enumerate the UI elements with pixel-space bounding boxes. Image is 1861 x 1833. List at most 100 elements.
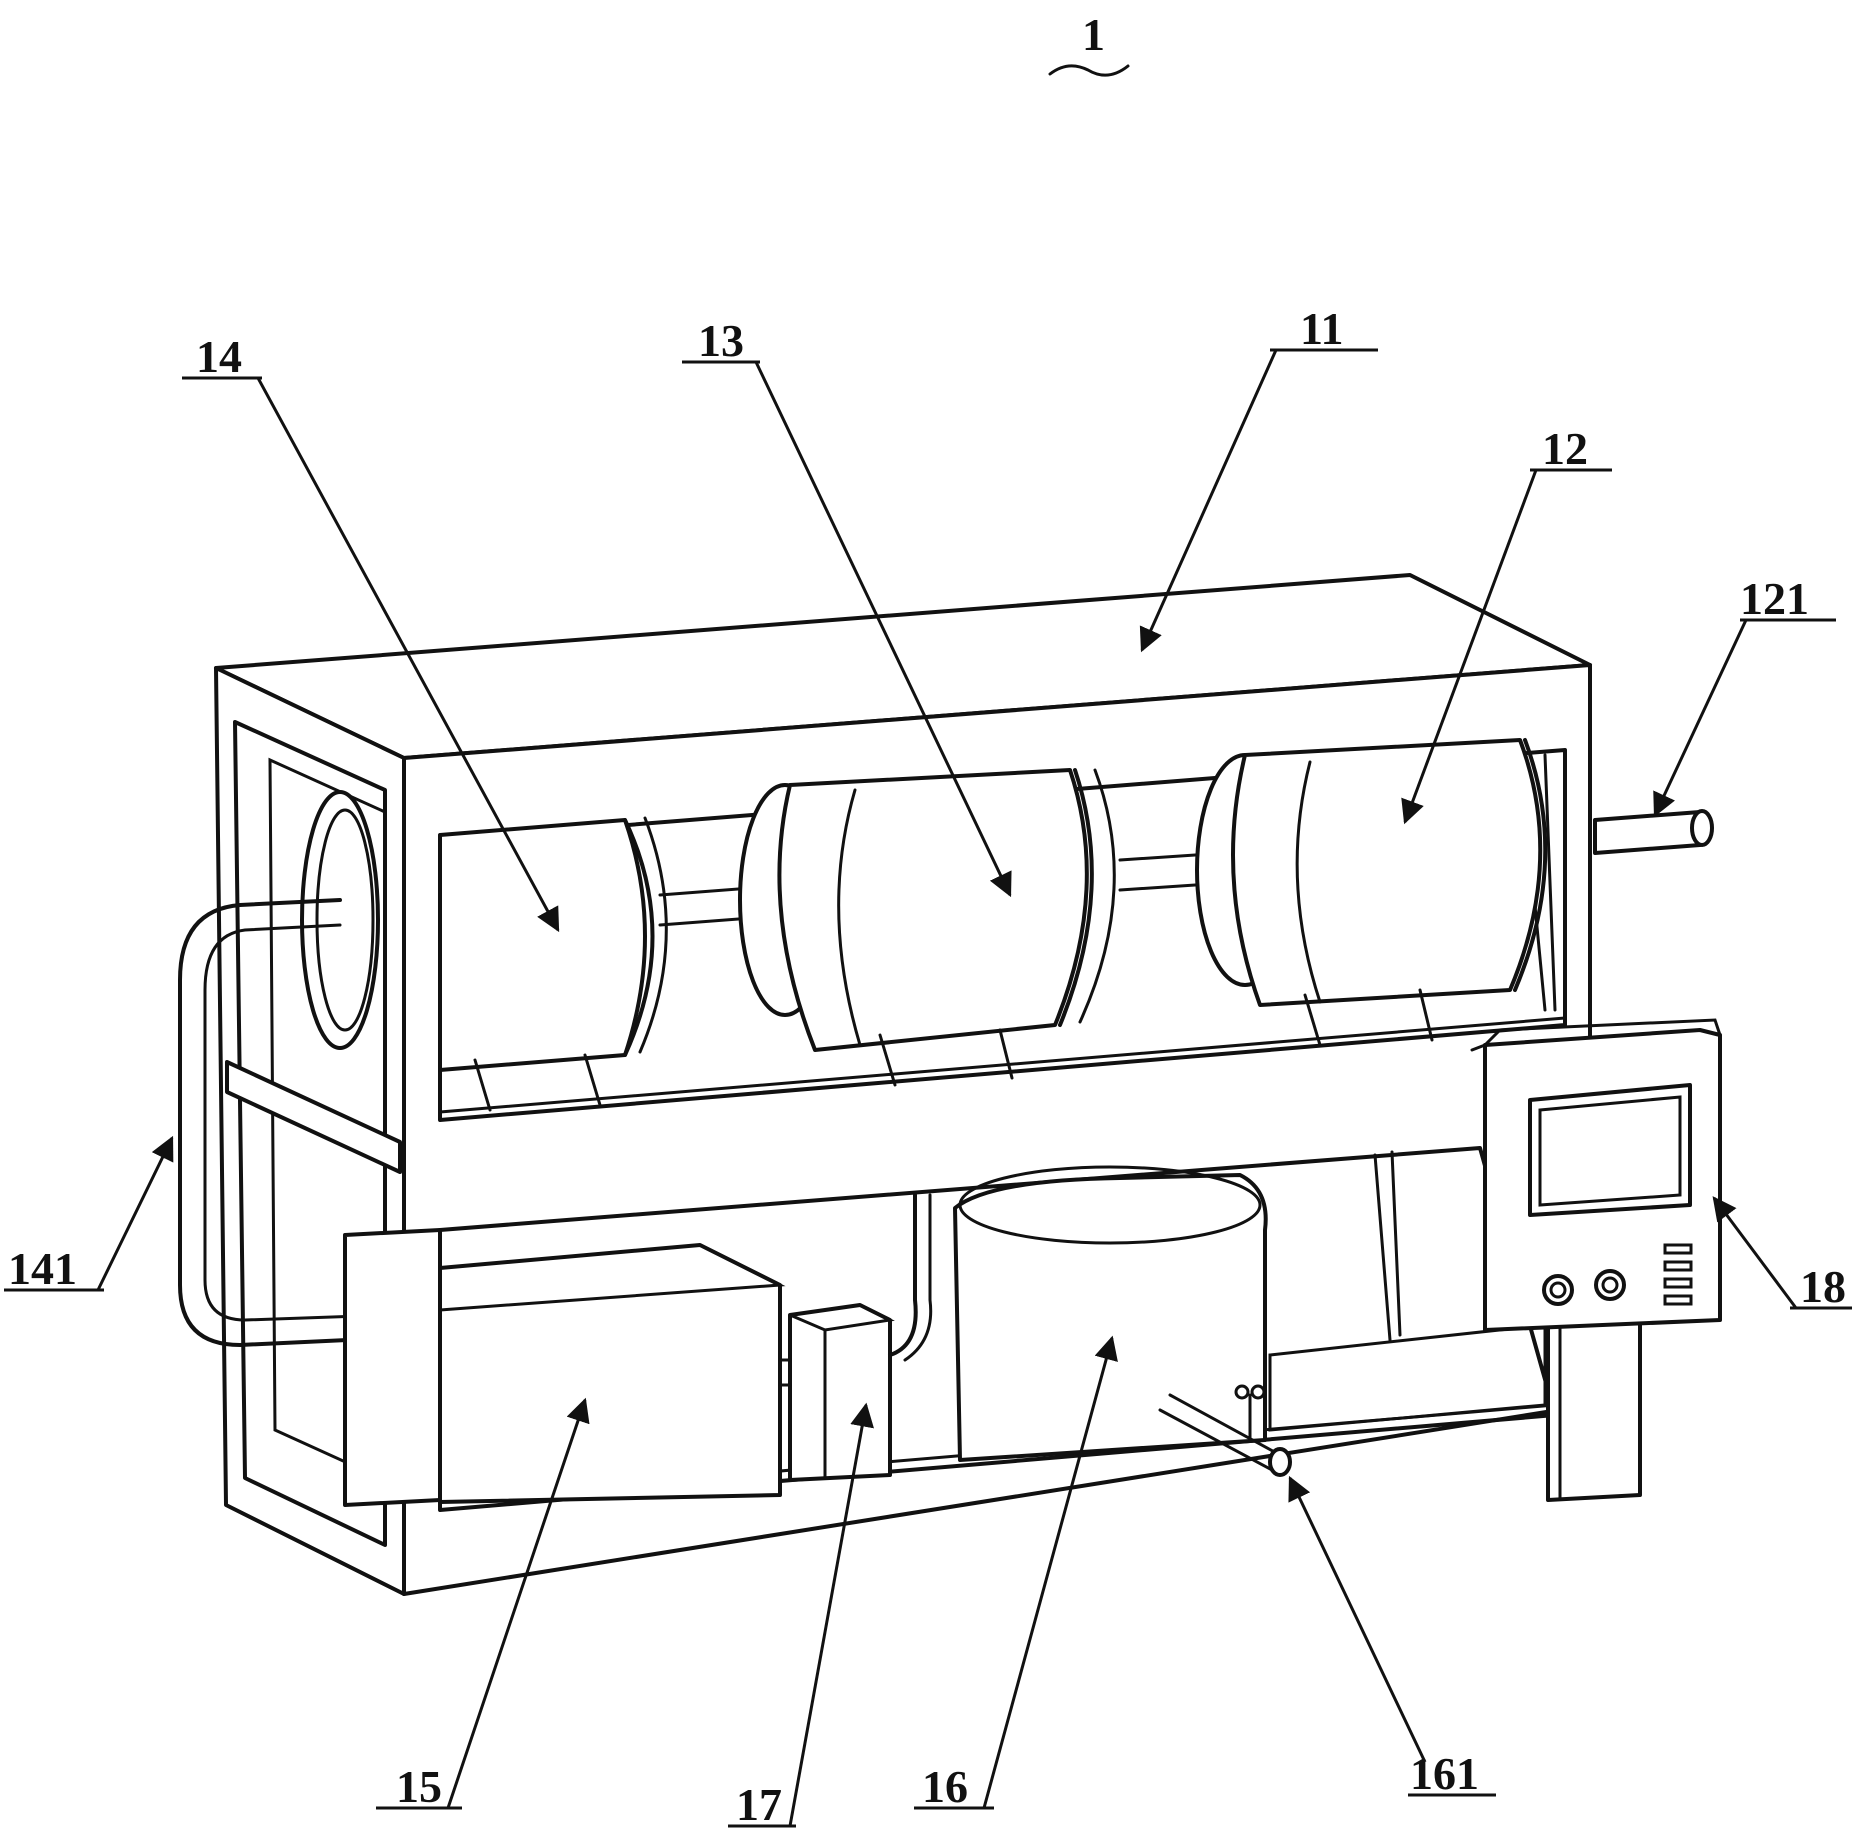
knob-2-inner bbox=[1601, 1276, 1619, 1294]
lower-inner-post bbox=[1373, 1153, 1392, 1342]
roller-14-flange-2 bbox=[638, 816, 668, 1054]
lower-back-shelf bbox=[1268, 1323, 1547, 1432]
roller-12-side bbox=[1295, 760, 1322, 1004]
knob-2 bbox=[1594, 1269, 1626, 1301]
support-1 bbox=[473, 1058, 492, 1112]
support-5 bbox=[1303, 993, 1322, 1047]
knob-1-inner bbox=[1549, 1281, 1567, 1299]
roller-assembly bbox=[300, 738, 1714, 1112]
callout-16: 16 bbox=[914, 1335, 1118, 1812]
callout-161-leader bbox=[1288, 1475, 1427, 1763]
roller-14-flange bbox=[623, 818, 647, 1057]
pump-17-body bbox=[788, 1303, 892, 1482]
pump-17-pipe-stub bbox=[778, 1358, 792, 1387]
callout-18: 18 bbox=[1712, 1196, 1852, 1312]
roller-13-body bbox=[777, 768, 1089, 1052]
frame-side-inner bbox=[233, 720, 387, 1547]
callout-15: 15 bbox=[376, 1397, 590, 1812]
callout-16-leader bbox=[982, 1335, 1118, 1809]
outlet-161-top bbox=[1168, 1393, 1282, 1457]
callout-16-label: 16 bbox=[922, 1761, 968, 1812]
callout-17-leader bbox=[788, 1402, 874, 1827]
left-shaft-end-inner bbox=[315, 808, 375, 1032]
valve-handle-a bbox=[1234, 1384, 1250, 1400]
callout-17: 17 bbox=[728, 1402, 874, 1830]
callout-11-label: 11 bbox=[1300, 303, 1343, 354]
callout-14-label: 14 bbox=[196, 331, 242, 382]
rear-leg bbox=[1546, 1298, 1642, 1502]
indicator-1 bbox=[1663, 1243, 1693, 1255]
shaft-stub-121 bbox=[1593, 810, 1702, 855]
callout-11-leader bbox=[1139, 349, 1278, 653]
callout-13: 13 bbox=[682, 315, 1012, 898]
roller-13-flange bbox=[1058, 768, 1094, 1027]
figure-tilde bbox=[1048, 64, 1130, 77]
pipe-141-inner bbox=[203, 923, 392, 1322]
upper-back-edge-2 bbox=[1543, 753, 1557, 1012]
callout-121-leader bbox=[1653, 619, 1748, 818]
callout-18-label: 18 bbox=[1800, 1261, 1846, 1312]
roller-13-flange-2 bbox=[1078, 768, 1116, 1024]
roller-14-body bbox=[438, 818, 655, 1072]
callout-15-label: 15 bbox=[396, 1761, 442, 1812]
shaft-stub-end bbox=[1690, 809, 1714, 847]
upper-rail-line bbox=[438, 1016, 1567, 1114]
callout-121: 121 bbox=[1653, 573, 1836, 818]
lower-inner-post-2 bbox=[1390, 1150, 1402, 1337]
control-box-top bbox=[1483, 1018, 1722, 1047]
callout-13-label: 13 bbox=[698, 315, 744, 366]
support-6 bbox=[1418, 988, 1434, 1042]
callout-141-leader bbox=[96, 1135, 174, 1291]
callout-18-leader bbox=[1712, 1196, 1798, 1309]
display-screen bbox=[1528, 1083, 1692, 1217]
pump-17-riser-2 bbox=[903, 1193, 933, 1362]
pump-17 bbox=[778, 1193, 933, 1482]
callout-11: 11 bbox=[1139, 303, 1378, 653]
callout-161: 161 bbox=[1288, 1475, 1496, 1799]
roller-12-flange bbox=[1513, 738, 1548, 992]
control-box-18 bbox=[1470, 1018, 1722, 1332]
figure-number: 1 bbox=[1048, 9, 1130, 77]
callout-14: 14 bbox=[182, 331, 560, 933]
callout-17-label: 17 bbox=[736, 1779, 782, 1830]
roller-12-body bbox=[1231, 738, 1543, 1007]
vessel-16 bbox=[953, 1165, 1292, 1477]
roller-13-side bbox=[837, 788, 862, 1047]
figure-number-text: 1 bbox=[1082, 9, 1105, 60]
tank-15-body bbox=[438, 1243, 782, 1504]
tank-15-top bbox=[438, 1243, 786, 1312]
pump-17-riser bbox=[888, 1193, 918, 1357]
valve-handle-b bbox=[1250, 1384, 1266, 1400]
callout-121-label: 121 bbox=[1740, 573, 1809, 624]
support-4 bbox=[998, 1028, 1014, 1080]
outlet-161-bot bbox=[1158, 1408, 1274, 1472]
left-shaft-end-disc bbox=[300, 790, 380, 1050]
display-screen-inner bbox=[1538, 1095, 1682, 1207]
pipe-141 bbox=[178, 898, 392, 1347]
callout-12-leader bbox=[1401, 469, 1538, 825]
pump-17-top bbox=[788, 1303, 895, 1332]
callout-14-leader bbox=[256, 377, 560, 933]
indicator-4 bbox=[1663, 1294, 1693, 1306]
indicator-3 bbox=[1663, 1277, 1693, 1289]
callout-141: 141 bbox=[4, 1135, 174, 1294]
vessel-16-top bbox=[958, 1165, 1262, 1245]
knob-1 bbox=[1542, 1274, 1574, 1306]
callout-12: 12 bbox=[1401, 423, 1612, 825]
support-3 bbox=[878, 1033, 897, 1087]
callout-13-leader bbox=[754, 361, 1012, 898]
tank-15 bbox=[343, 1228, 786, 1507]
pipe-141-outer bbox=[178, 898, 392, 1347]
vessel-16-body bbox=[953, 1173, 1268, 1462]
control-box-body bbox=[1483, 1028, 1722, 1332]
callout-15-leader bbox=[446, 1397, 590, 1809]
callout-12-label: 12 bbox=[1542, 423, 1588, 474]
tank-15-side bbox=[343, 1228, 442, 1507]
support-2 bbox=[583, 1053, 602, 1107]
outlet-161-end bbox=[1268, 1447, 1292, 1477]
side-brace bbox=[225, 1060, 402, 1174]
callout-141-label: 141 bbox=[8, 1243, 77, 1294]
indicator-2 bbox=[1663, 1260, 1693, 1272]
control-box-edge bbox=[1470, 1043, 1487, 1052]
